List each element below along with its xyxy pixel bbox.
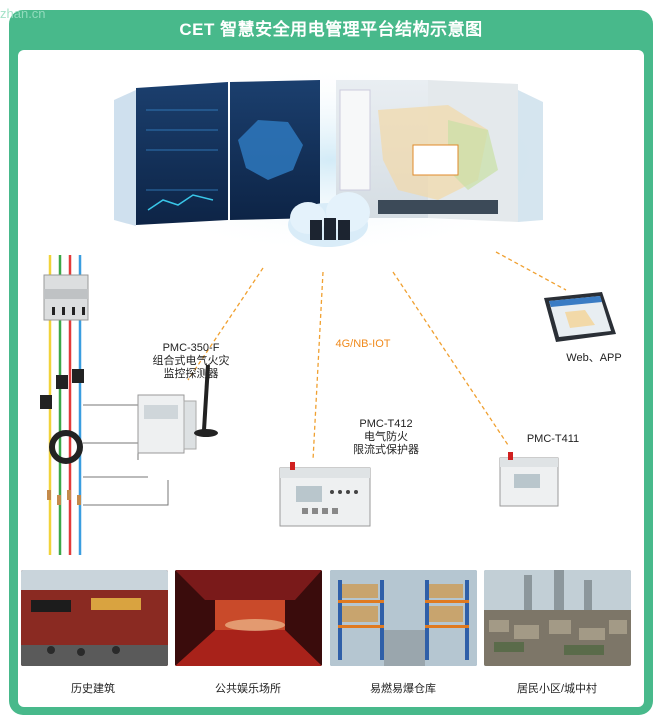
connection-lines [187, 251, 567, 461]
scene-caption: 公共娱乐场所 [215, 683, 281, 695]
diagram-canvas: 4G/NB-IOT Web、APP [18, 50, 644, 707]
device-model: PMC-350-F [162, 342, 220, 354]
device-desc: 组合式电气火灾 [152, 355, 230, 367]
watermark: zhan.cn [0, 6, 46, 21]
scene-image-entertainment-venue [175, 570, 322, 666]
scene-caption: 居民小区/城中村 [516, 683, 598, 695]
platform-dashboard-screens [91, 65, 571, 255]
scene-image-historic-building [21, 570, 168, 666]
web-app-label: Web、APP [566, 352, 622, 364]
network-label: 4G/NB-IOT [335, 338, 391, 350]
device-desc: 限流式保护器 [353, 444, 419, 456]
diagram-title: CET 智慧安全用电管理平台结构示意图 [179, 20, 483, 39]
pmc-t412-device [279, 462, 371, 527]
scene-caption: 易燃易爆仓库 [370, 683, 436, 695]
scene-image-residential-area [484, 570, 631, 666]
link-pmc350f [187, 267, 264, 381]
device-desc: 电气防火 [364, 431, 408, 443]
tablet-icon [544, 292, 616, 342]
device-model: PMC-T411 [526, 433, 580, 445]
link-web-app [495, 251, 567, 291]
wiring-panel [40, 255, 218, 555]
device-model: PMC-T412 [359, 418, 413, 430]
link-pmc-t412 [312, 271, 324, 461]
pmc-t411-device [499, 452, 559, 507]
device-desc: 监控探测器 [163, 368, 219, 380]
scene-image-warehouse [330, 570, 477, 666]
scene-caption: 历史建筑 [71, 683, 115, 695]
